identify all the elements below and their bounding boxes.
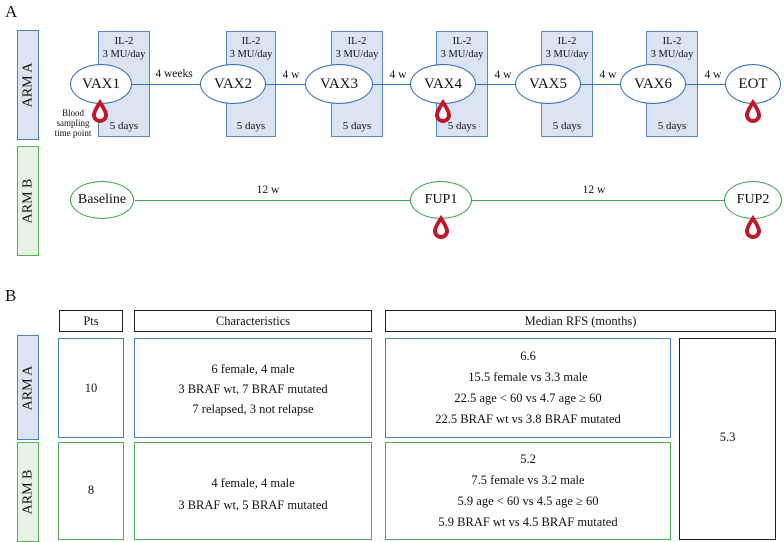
arm-b-char-line: 4 female, 4 male: [211, 476, 295, 490]
table-arm-b-label: ARM B: [20, 469, 36, 515]
arm-a-label: ARM A: [20, 62, 36, 108]
arm-a-node-vax5: VAX5: [515, 64, 581, 104]
blood-drop-icon: [745, 215, 761, 239]
arm-b-interval-2: 12 w: [582, 184, 606, 196]
arm-b-rfs-line: 5.9 age < 60 vs 4.5 age ≥ 60: [457, 494, 599, 508]
arm-b-label: ARM B: [20, 178, 36, 224]
arm-b-label-box: ARM B: [17, 146, 39, 256]
il2-duration: 5 days: [342, 120, 372, 132]
arm-a-connector-1: [130, 84, 202, 85]
il2-dose: 3 MU/day: [102, 49, 146, 60]
arm-a-rfs-line: 15.5 female vs 3.3 male: [468, 370, 588, 384]
arm-a-interval-3: 4 w: [389, 69, 407, 81]
arm-a-connector-3: [373, 84, 411, 85]
il2-dose: 3 MU/day: [650, 49, 694, 60]
arm-a-node-vax2: VAX2: [200, 64, 266, 104]
arm-a-node-eot: EOT: [725, 64, 781, 104]
header-pts: Pts: [59, 310, 123, 332]
arm-a-char-line: 3 BRAF wt, 7 BRAF mutated: [178, 382, 328, 396]
header-characteristics: Characteristics: [134, 310, 372, 332]
arm-b-rfs-line: 5.2: [520, 452, 536, 466]
il2-dose: 3 MU/day: [545, 49, 589, 60]
arm-a-char-line: 6 female, 4 male: [211, 362, 295, 376]
il2-label: IL-2: [241, 36, 261, 47]
blood-drop-icon: [435, 99, 451, 123]
arm-a-connector-2: [266, 84, 306, 85]
arm-a-char-line: 7 relapsed, 3 not relapse: [192, 402, 314, 416]
arm-a-characteristics-cell: 6 female, 4 male 3 BRAF wt, 7 BRAF mutat…: [134, 338, 372, 438]
arm-a-rfs-line: 22.5 BRAF wt vs 3.8 BRAF mutated: [435, 412, 621, 426]
arm-a-connector-4: [476, 84, 516, 85]
arm-b-pts-cell: 8: [58, 442, 124, 540]
il2-label: IL-2: [557, 36, 577, 47]
arm-a-interval-6: 4 w: [704, 69, 722, 81]
il2-duration: 5 days: [109, 120, 139, 132]
arm-b-connector-1: [135, 200, 411, 201]
arm-b-node-fup2: FUP2: [724, 181, 782, 219]
header-median-rfs: Median RFS (months): [385, 310, 776, 332]
arm-a-interval-5: 4 w: [599, 69, 617, 81]
il2-dose: 3 MU/day: [335, 49, 379, 60]
arm-a-node-vax6: VAX6: [620, 64, 686, 104]
arm-a-connector-5: [581, 84, 621, 85]
arm-b-characteristics-cell: 4 female, 4 male 3 BRAF wt, 5 BRAF mutat…: [134, 442, 372, 540]
arm-a-pts: 10: [84, 381, 98, 395]
arm-a-rfs-line: 6.6: [520, 349, 536, 363]
arm-a-interval-2: 4 w: [282, 69, 300, 81]
il2-duration: 5 days: [552, 120, 582, 132]
overall-rfs-value: 5.3: [719, 430, 736, 444]
arm-b-rfs-line: 7.5 female vs 3.2 male: [471, 473, 585, 487]
blood-sampling-note: Blood sampling time point: [54, 108, 92, 138]
arm-b-rfs-cell: 5.2 7.5 female vs 3.2 male 5.9 age < 60 …: [385, 442, 671, 540]
il2-duration: 5 days: [657, 120, 687, 132]
blood-drop-icon: [433, 215, 449, 239]
arm-b-interval-1: 12 w: [256, 184, 280, 196]
il2-label: IL-2: [452, 36, 472, 47]
arm-b-connector-2: [471, 200, 725, 201]
panel-a-letter: A: [5, 2, 18, 21]
il2-label: IL-2: [114, 36, 134, 47]
arm-b-node-baseline: Baseline: [70, 181, 134, 219]
overall-rfs-cell: 5.3: [679, 338, 776, 540]
arm-a-interval-1: 4 weeks: [155, 68, 193, 80]
blood-drop-icon: [92, 99, 108, 123]
table-arm-b-label-box: ARM B: [17, 442, 39, 542]
il2-label: IL-2: [662, 36, 682, 47]
arm-b-rfs-line: 5.9 BRAF wt vs 4.5 BRAF mutated: [438, 515, 618, 529]
arm-a-connector-6: [686, 84, 726, 85]
arm-a-node-vax3: VAX3: [305, 64, 373, 104]
il2-duration: 5 days: [447, 120, 477, 132]
arm-a-rfs-cell: 6.6 15.5 female vs 3.3 male 22.5 age < 6…: [385, 338, 671, 438]
il2-label: IL-2: [347, 36, 367, 47]
arm-a-rfs-line: 22.5 age < 60 vs 4.7 age ≥ 60: [454, 391, 602, 405]
arm-a-pts-cell: 10: [58, 338, 124, 438]
il2-dose: 3 MU/day: [440, 49, 484, 60]
il2-duration: 5 days: [236, 120, 266, 132]
arm-a-node-vax1: VAX1: [70, 64, 132, 104]
table-arm-a-label: ARM A: [20, 365, 36, 410]
arm-b-pts: 8: [87, 483, 95, 497]
panel-b-letter: B: [5, 286, 17, 305]
arm-a-node-vax4: VAX4: [410, 64, 476, 104]
arm-b-node-fup1: FUP1: [410, 181, 472, 219]
arm-a-label-box: ARM A: [17, 30, 39, 140]
arm-b-char-line: 3 BRAF wt, 5 BRAF mutated: [178, 498, 328, 512]
arm-a-interval-4: 4 w: [494, 69, 512, 81]
il2-dose: 3 MU/day: [229, 49, 273, 60]
table-arm-a-label-box: ARM A: [17, 335, 39, 440]
blood-drop-icon: [745, 99, 761, 123]
